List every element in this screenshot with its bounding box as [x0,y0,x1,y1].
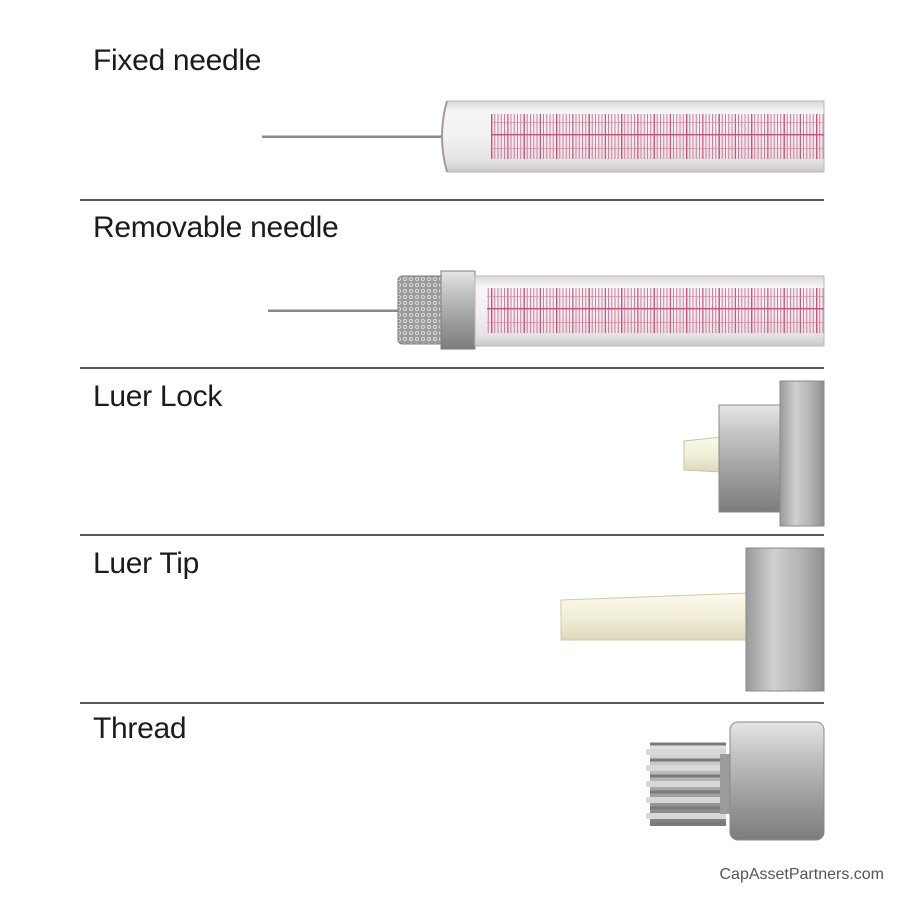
section-label-fixed-needle: Fixed needle [93,44,262,77]
section-label-luer-tip: Luer Tip [93,547,199,580]
divider-4 [80,702,824,704]
divider-1 [80,199,824,201]
fixed-needle-syringe [262,100,825,173]
luer-lock-tip [683,380,825,527]
section-label-removable-needle: Removable needle [93,211,339,244]
removable-needle-syringe [268,270,825,350]
divider-3 [80,534,824,536]
section-label-thread: Thread [93,712,187,745]
watermark: CapAssetPartners.com [719,866,884,883]
divider-2 [80,367,824,369]
luer-tip [560,547,825,692]
section-label-luer-lock: Luer Lock [93,380,223,413]
thread-tip [646,721,825,841]
